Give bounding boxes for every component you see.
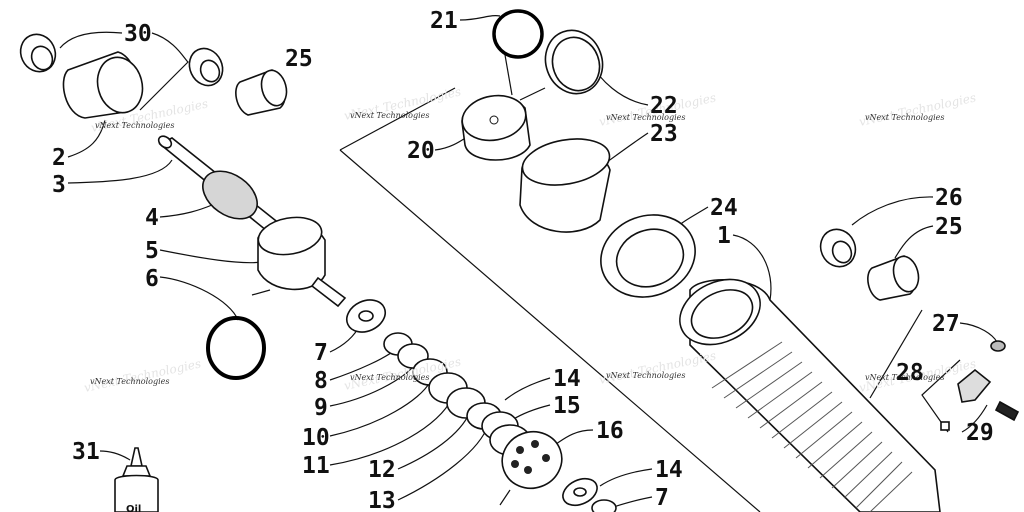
oil-bottle-label: Oil <box>126 504 141 512</box>
washer-7b <box>591 499 617 512</box>
shaft-rod-tip <box>157 135 173 149</box>
cap-group <box>461 9 696 298</box>
shaft-assembly <box>157 135 347 380</box>
callout-4: 4 <box>145 205 159 231</box>
collar-24-inner <box>615 228 685 288</box>
callouts: 30 25 2 3 4 5 6 7 8 9 10 11 12 13 14 15 … <box>52 8 994 512</box>
callout-16: 16 <box>596 418 624 444</box>
callout-26: 26 <box>935 185 963 211</box>
callout-6: 6 <box>145 266 159 292</box>
callout-28: 28 <box>896 360 924 386</box>
callout-20: 20 <box>407 138 435 164</box>
o-ring-21 <box>492 9 544 59</box>
callout-9: 9 <box>314 395 328 421</box>
callout-14a: 14 <box>553 366 581 392</box>
callout-15: 15 <box>553 393 581 419</box>
bushing-insert-25a-end <box>260 69 288 107</box>
valve-stack <box>345 299 617 512</box>
shock-body-ribs <box>711 341 913 512</box>
bumper-4 <box>202 170 258 220</box>
piston-port <box>524 466 532 474</box>
sleeve-23-top <box>521 138 611 186</box>
valve-fitting-28 <box>957 368 992 403</box>
bushing-washer-30b-hole <box>199 59 221 83</box>
bushing-sleeve-2-end <box>96 56 144 114</box>
shock-body-1 <box>689 278 941 512</box>
washer-7a-hole <box>358 310 374 322</box>
watermark-ghost: vNext Technologies <box>83 356 203 394</box>
watermark: vNext Technologies <box>90 377 169 386</box>
oil-bottle-nozzle <box>130 447 143 467</box>
callout-22: 22 <box>650 93 678 119</box>
watermark: vNext Technologies <box>606 113 685 122</box>
callout-2: 2 <box>52 145 66 171</box>
assembly-guides <box>251 54 961 512</box>
valve-cap <box>940 421 950 431</box>
bushing-group-right <box>819 228 1020 431</box>
callout-1: 1 <box>717 223 731 249</box>
callout-14b: 14 <box>655 457 683 483</box>
callout-7b: 7 <box>655 485 669 511</box>
piston-16 <box>501 430 563 490</box>
oil-bottle-neck <box>121 465 152 477</box>
cap-20-valve <box>489 115 499 125</box>
watermark: vNext Technologies <box>350 111 429 120</box>
piston-port <box>511 460 519 468</box>
screw-27 <box>990 340 1006 352</box>
bushing-washer-26-hole <box>831 240 853 264</box>
callout-8: 8 <box>314 368 328 394</box>
watermark: vNext Technologies <box>95 121 174 130</box>
callout-7a: 7 <box>314 340 328 366</box>
piston-port <box>516 446 524 454</box>
callout-25b: 25 <box>935 214 963 240</box>
callout-5: 5 <box>145 238 159 264</box>
piston-port <box>542 454 550 462</box>
watermark-ghost: vNext Technologies <box>858 90 978 128</box>
bushing-group-left <box>19 33 288 119</box>
callout-29: 29 <box>966 420 994 446</box>
shaft-thread <box>310 276 347 308</box>
callout-24: 24 <box>710 195 738 221</box>
wear-band-22-inner <box>551 36 601 92</box>
callout-11: 11 <box>302 453 330 479</box>
callout-21: 21 <box>430 8 458 34</box>
callout-27: 27 <box>932 311 960 337</box>
callout-25a: 25 <box>285 46 313 72</box>
piston-port <box>531 440 539 448</box>
watermark: vNext Technologies <box>865 113 944 122</box>
shock-body <box>679 278 941 512</box>
callout-13: 13 <box>368 488 396 512</box>
watermark: vNext Technologies <box>606 371 685 380</box>
o-ring-6 <box>206 316 266 380</box>
watermark: vNext Technologies <box>350 373 429 382</box>
callout-23: 23 <box>650 121 678 147</box>
watermark-ghost: vNext Technologies <box>598 348 718 386</box>
oil-bottle-body <box>114 474 159 512</box>
callout-10: 10 <box>302 425 330 451</box>
shaft-eye-5-top <box>257 216 323 256</box>
schrader-valve-29 <box>994 400 1020 422</box>
oil-bottle-31: Oil <box>114 447 159 512</box>
washer-14b-hole <box>573 487 587 497</box>
callout-3: 3 <box>52 172 66 198</box>
watermark: vNext Technologies <box>865 373 944 382</box>
callout-12: 12 <box>368 457 396 483</box>
bushing-insert-25b-end <box>892 255 920 293</box>
callout-30: 30 <box>124 21 152 47</box>
bushing-washer-30a-hole <box>30 45 54 71</box>
shock-body-1-inner <box>690 289 754 339</box>
callout-31: 31 <box>72 439 100 465</box>
